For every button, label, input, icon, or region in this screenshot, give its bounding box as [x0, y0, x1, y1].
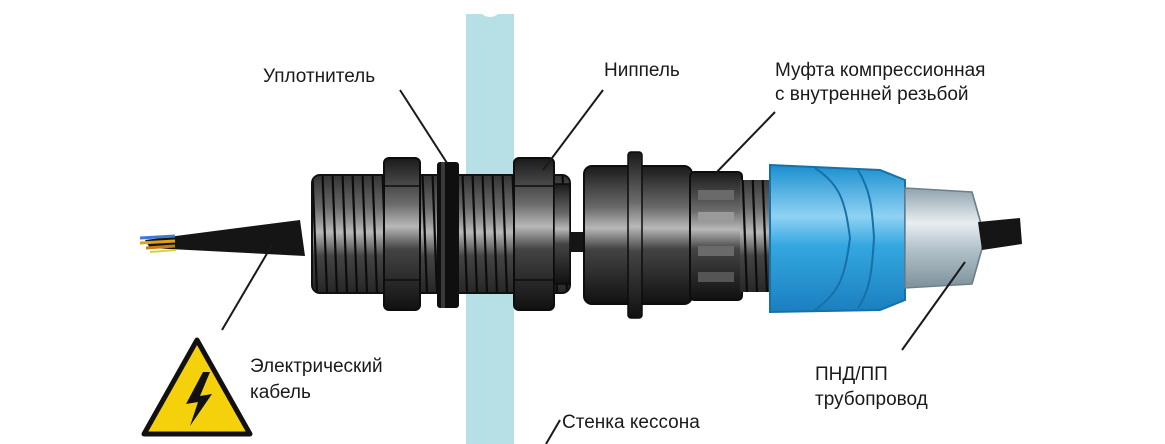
- coupling-blue-body: [770, 165, 905, 312]
- cable-label-line1: Электрический: [250, 356, 383, 377]
- cable-label-line2: кабель: [250, 382, 311, 403]
- compression-coupling: [584, 152, 770, 318]
- coupling-label-line2: с внутренней резьбой: [775, 84, 969, 105]
- wall-label: Стенка кессона: [562, 412, 700, 433]
- pipe-label-line2: трубопровод: [815, 389, 928, 410]
- seal-label: Уплотнитель: [263, 66, 375, 87]
- pipe-label-line1: ПНД/ПП: [815, 364, 888, 385]
- lock-nut: [384, 158, 420, 310]
- coupling-label-line1: Муфта компрессионная: [775, 60, 985, 81]
- hdpe-pipe: [905, 188, 1022, 288]
- seal: [437, 162, 459, 308]
- nipple-label: Ниппель: [604, 60, 680, 81]
- electric-cable: [140, 220, 305, 256]
- high-voltage-warning-icon: [144, 340, 250, 434]
